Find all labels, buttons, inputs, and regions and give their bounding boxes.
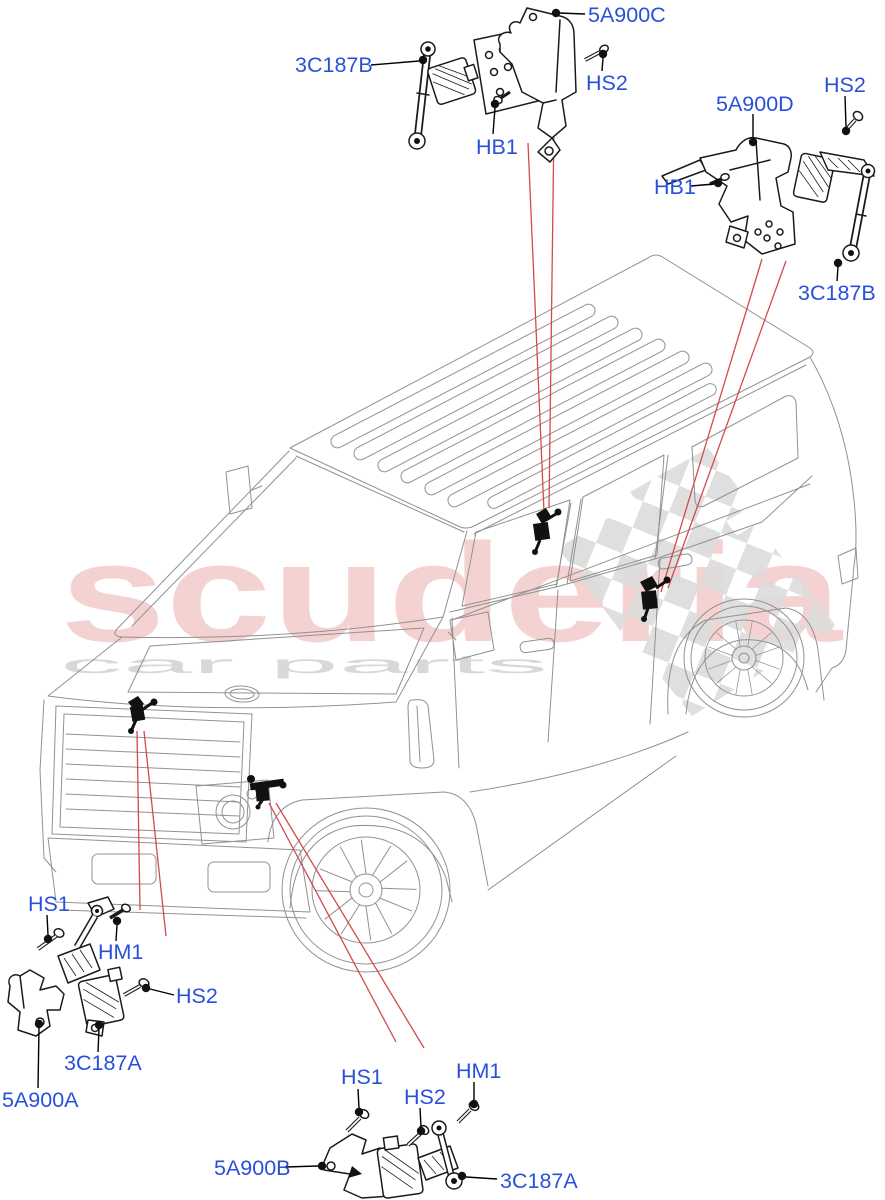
assembly-height-sensor-front-lh	[7, 896, 150, 1037]
part-label-HS2-bottom-left[interactable]: HS2	[176, 984, 218, 1008]
part-label-HB1-top-right[interactable]: HB1	[654, 175, 696, 199]
part-label-3C187B-rear[interactable]: 3C187B	[798, 281, 876, 305]
part-label-5A900C[interactable]: 5A900C	[588, 3, 666, 27]
bracket-holes	[754, 220, 784, 250]
roof-ribs	[330, 303, 717, 509]
part-label-HB1-top-left[interactable]: HB1	[476, 135, 518, 159]
checkered-flag-motif	[558, 448, 836, 716]
part-label-3C187B-front[interactable]: 3C187B	[295, 53, 373, 77]
vehicle-line-art	[39, 254, 859, 973]
part-label-5A900D[interactable]: 5A900D	[716, 92, 794, 116]
assembly-height-sensor-rear	[661, 110, 876, 262]
part-label-HS1-bottom-center[interactable]: HS1	[341, 1065, 383, 1089]
sensor-marker-hood	[128, 696, 158, 734]
part-label-5A900A[interactable]: 5A900A	[2, 1088, 79, 1112]
rear-wheel	[683, 598, 805, 718]
part-label-HS2-top-right[interactable]: HS2	[824, 73, 866, 97]
part-label-3C187A-front[interactable]: 3C187A	[64, 1051, 142, 1075]
red-locator-lines	[136, 123, 787, 1049]
part-label-HS1-bottom-left[interactable]: HS1	[28, 892, 70, 916]
brand-subtitle-watermark: car parts	[60, 649, 548, 679]
label-leader-lines	[34, 8, 851, 1181]
part-label-HM1-bottom-center[interactable]: HM1	[456, 1059, 501, 1083]
front-wheel	[281, 807, 451, 973]
height-sensor-body-rear	[792, 152, 836, 203]
part-label-HS2-bottom-center[interactable]: HS2	[404, 1085, 446, 1109]
height-sensor-body-front	[427, 57, 479, 106]
assembly-height-sensor-rear-lh	[323, 1100, 480, 1199]
part-label-HS2-top-left[interactable]: HS2	[586, 71, 628, 95]
part-labels: 3C187B 5A900C HS2 HB1 5A900D HS2 HB1 3C1…	[2, 3, 876, 1193]
sensor-marker-b-pillar	[532, 508, 562, 555]
sensor-position-markers	[128, 508, 671, 810]
assembly-height-sensor-front	[408, 7, 610, 163]
part-label-5A900B[interactable]: 5A900B	[214, 1156, 291, 1180]
height-sensor-body-front-lh	[77, 966, 125, 1028]
part-label-3C187A-rear[interactable]: 3C187A	[500, 1169, 578, 1193]
sensor-marker-rear-door	[640, 576, 671, 622]
watermark: scuderia car parts	[60, 448, 844, 716]
height-sensor-body-rear-lh	[376, 1135, 424, 1199]
part-label-HM1-bottom-left[interactable]: HM1	[98, 940, 143, 964]
sensor-marker-front-fender	[247, 775, 287, 810]
